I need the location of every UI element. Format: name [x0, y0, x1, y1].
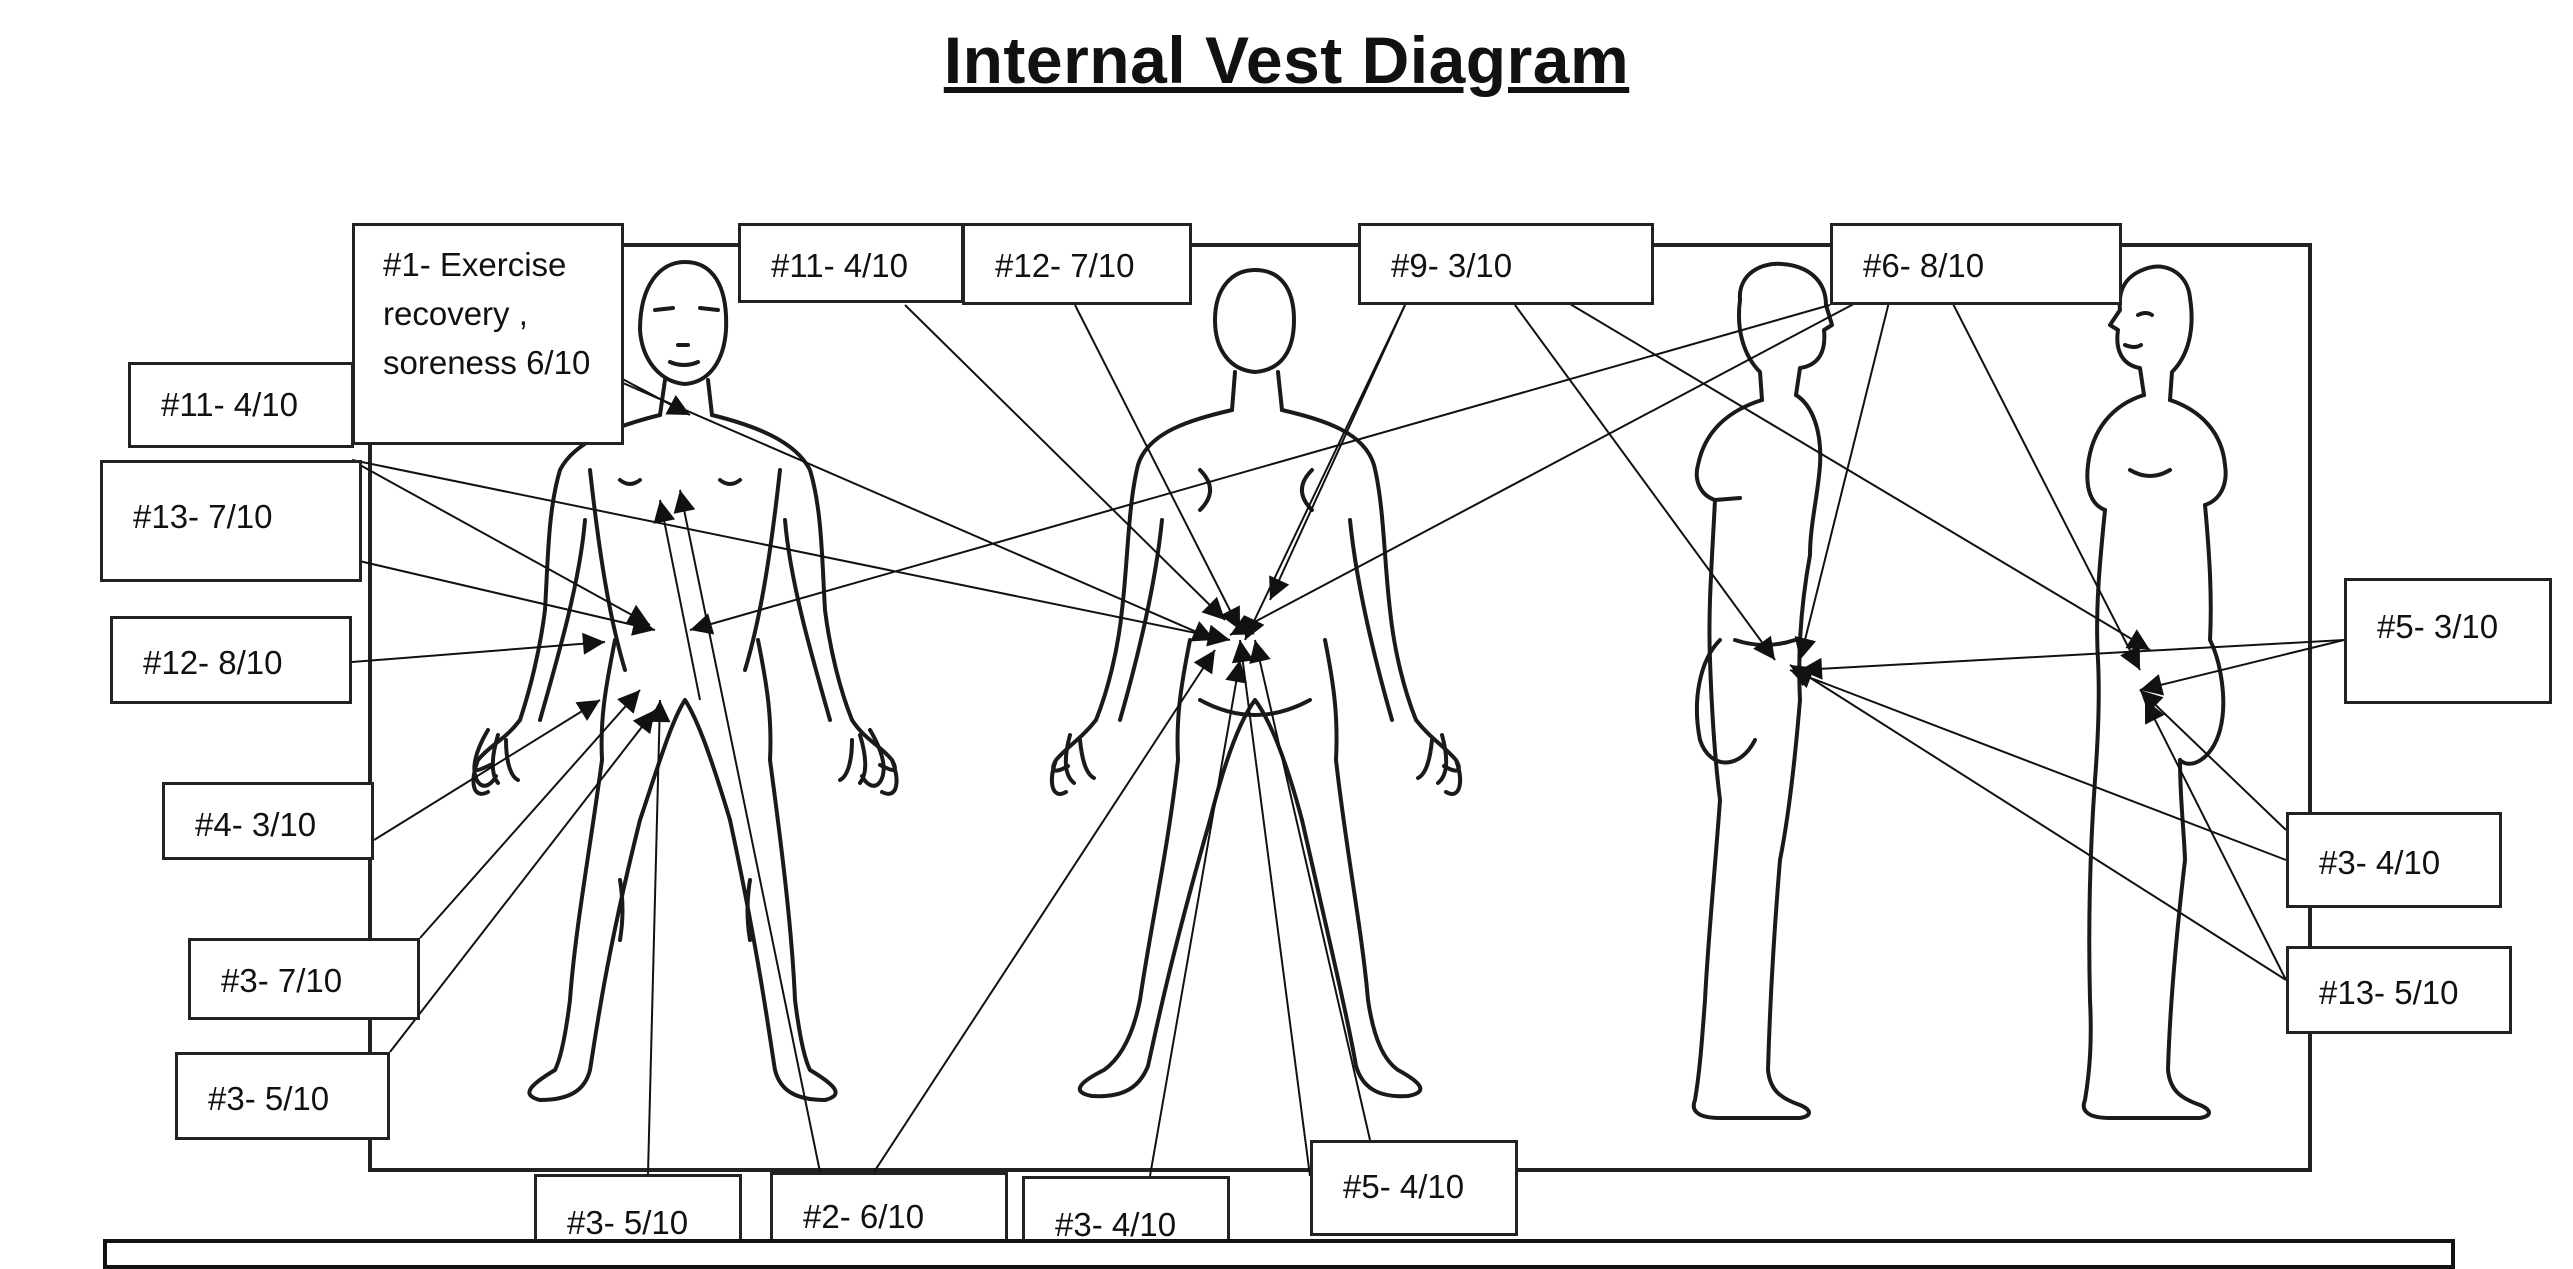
connector-line — [1240, 640, 1310, 1176]
connector-line — [1075, 305, 1240, 630]
arrowheads — [576, 395, 2165, 734]
label-12-left: #12- 8/10 — [110, 616, 352, 704]
connector-line — [680, 490, 820, 1172]
left-side-figure — [1694, 264, 1832, 1118]
label-3-left-a: #3- 7/10 — [188, 938, 420, 1020]
label-9-top: #9- 3/10 — [1358, 223, 1654, 305]
arrowhead — [1232, 640, 1254, 663]
connector-line — [390, 710, 655, 1052]
connector-line — [420, 690, 640, 938]
arrowhead — [633, 710, 655, 734]
connector-line — [352, 642, 605, 662]
connector-line — [1950, 298, 2140, 670]
label-3-right: #3- 4/10 — [2286, 812, 2502, 908]
arrowhead — [617, 690, 640, 714]
connector-line — [1800, 640, 2344, 670]
connector-line — [1150, 660, 1240, 1176]
label-5-bottom: #5- 4/10 — [1310, 1140, 1518, 1236]
connector-line — [616, 380, 1215, 640]
connector-line — [352, 460, 1230, 640]
label-3-left-b: #3- 5/10 — [175, 1052, 390, 1140]
arrowhead — [1194, 650, 1215, 674]
bottom-text-box — [103, 1239, 2455, 1269]
connector-line — [905, 305, 1225, 620]
connector-line — [2140, 640, 2344, 690]
arrowhead — [576, 700, 600, 721]
label-6-top: #6- 8/10 — [1830, 223, 2122, 305]
connector-line — [1790, 665, 2286, 980]
label-12-top: #12- 7/10 — [962, 223, 1192, 305]
back-view-figure — [1052, 270, 1460, 1096]
label-4-left: #4- 3/10 — [162, 782, 374, 860]
arrowhead — [648, 700, 670, 722]
connector-line — [374, 700, 600, 840]
connector-line — [1800, 298, 1890, 660]
label-11-top: #11- 4/10 — [738, 223, 964, 303]
connector-line — [690, 305, 1830, 630]
connector-line — [355, 560, 655, 630]
label-5-right: #5- 3/10 — [2344, 578, 2552, 704]
label-13-right: #13- 5/10 — [2286, 946, 2512, 1034]
connector-lines — [352, 298, 2344, 1176]
connector-line — [360, 465, 650, 625]
connector-line — [2140, 690, 2286, 830]
label-13-left: #13- 7/10 — [100, 460, 362, 582]
connector-line — [648, 700, 660, 1174]
arrowhead — [690, 613, 714, 634]
arrowhead — [654, 500, 676, 524]
label-1-exercise-recovery: #1- Exercise recovery , soreness 6/10 — [352, 223, 624, 445]
label-11-back-left: #11- 4/10 — [128, 362, 354, 448]
arrowhead — [582, 633, 605, 655]
arrowhead — [674, 490, 696, 514]
connector-line — [1560, 298, 2150, 650]
arrowhead — [1753, 636, 1775, 660]
